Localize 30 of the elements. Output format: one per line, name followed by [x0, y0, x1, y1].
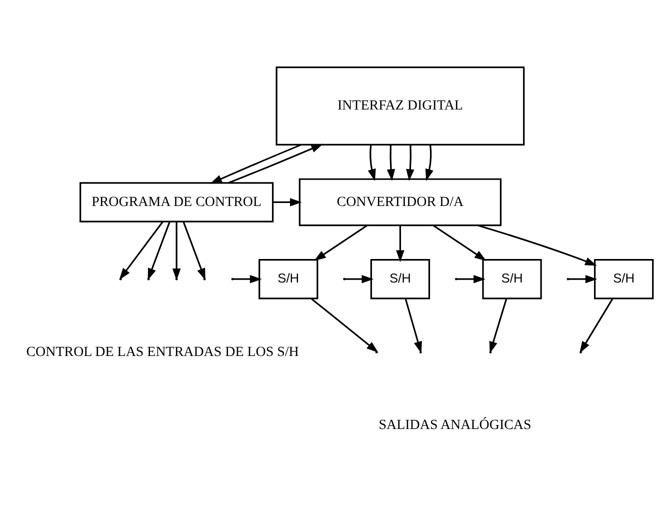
- arrow: [478, 224, 597, 266]
- arrow: [368, 144, 376, 181]
- arrow: [433, 224, 486, 261]
- arrow: [273, 198, 302, 206]
- arrow: [406, 144, 414, 182]
- arrow: [580, 298, 614, 354]
- arrow: [311, 298, 378, 353]
- arrow: [232, 274, 262, 284]
- arrow: [148, 222, 170, 280]
- arrow: [228, 144, 324, 184]
- arrow: [386, 144, 396, 182]
- node-box: S/H: [482, 258, 542, 300]
- arrow: [489, 298, 508, 354]
- node-box: INTERFAZ DIGITAL: [276, 66, 525, 146]
- arrow: [314, 224, 368, 261]
- node-box: S/H: [594, 258, 654, 300]
- arrow: [210, 144, 302, 184]
- label: SALIDAS ANALÓGICAS: [378, 418, 532, 433]
- arrow: [425, 144, 434, 181]
- label: CONTROL DE LAS ENTRADAS DE LOS S/H: [26, 344, 299, 360]
- arrow: [456, 274, 486, 284]
- arrow: [119, 221, 164, 280]
- arrow: [568, 274, 598, 284]
- arrow: [344, 274, 374, 284]
- node-box: S/H: [258, 258, 318, 300]
- node-box: S/H: [370, 258, 430, 300]
- node-box: PROGRAMA DE CONTROL: [80, 182, 274, 222]
- arrow: [396, 226, 404, 262]
- arrow: [404, 298, 422, 354]
- node-box: CONVERTIDOR D/A: [298, 178, 502, 226]
